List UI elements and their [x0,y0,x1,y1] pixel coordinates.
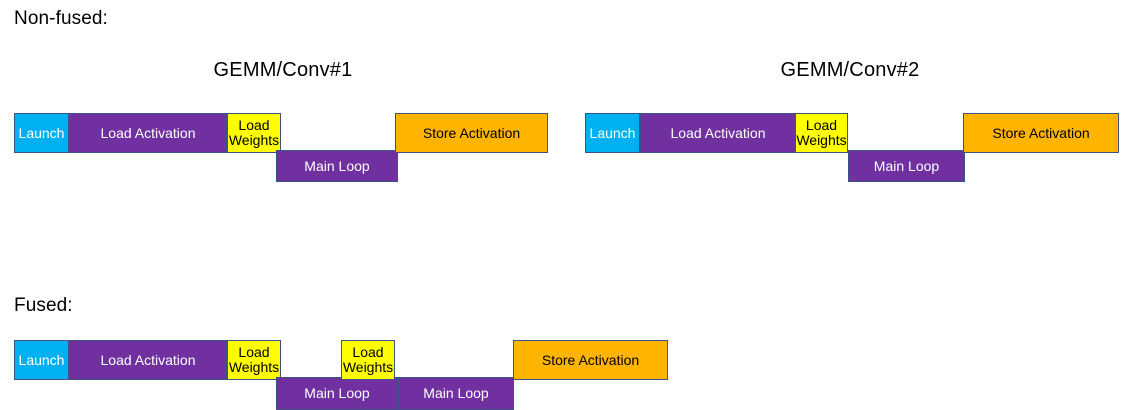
bar-launch-fused: Launch [14,340,69,380]
kernel-title-gemm-conv-1: GEMM/Conv#1 [213,59,353,81]
bar-load-activation-kernel2: Load Activation [640,113,796,153]
bar-store-activation-kernel1: Store Activation [395,113,548,153]
bar-load-weights-2-fused: Load Weights [341,340,395,380]
bar-load-weights-kernel1: Load Weights [227,113,281,153]
bar-load-weights-1-fused: Load Weights [227,340,281,380]
bar-main-loop-1-fused: Main Loop [276,377,398,410]
bar-load-activation-kernel1: Load Activation [69,113,227,153]
bar-main-loop-kernel1: Main Loop [276,150,398,182]
kernel-title-gemm-conv-2: GEMM/Conv#2 [780,59,920,81]
bar-load-activation-fused: Load Activation [69,340,227,380]
bar-launch-kernel1: Launch [14,113,69,153]
bar-load-weights-kernel2: Load Weights [795,113,848,153]
bar-store-activation-kernel2: Store Activation [963,113,1119,153]
section-label-fused: Fused: [14,295,73,316]
bar-launch-kernel2: Launch [585,113,640,153]
bar-main-loop-kernel2: Main Loop [848,150,965,182]
section-label-non-fused: Non-fused: [14,8,108,29]
bar-main-loop-2-fused: Main Loop [398,377,514,410]
bar-store-activation-fused: Store Activation [513,340,668,380]
